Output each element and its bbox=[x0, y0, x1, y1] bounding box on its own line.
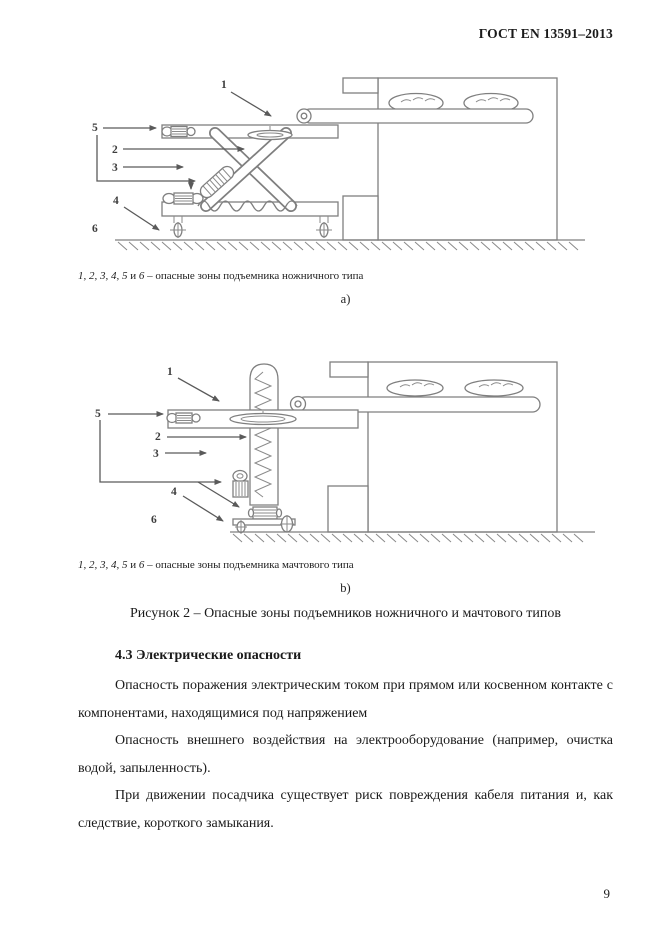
section-heading-4-3: 4.3 Электрические опасности bbox=[115, 648, 302, 663]
zone-label-4: 4 bbox=[113, 195, 119, 207]
figure-b-sub-label: b) bbox=[340, 581, 351, 595]
zone-label-6: 6 bbox=[151, 514, 157, 526]
oven-structure bbox=[327, 361, 558, 533]
zone-label-2: 2 bbox=[112, 144, 118, 156]
page-number: 9 bbox=[603, 886, 611, 901]
zone-labels: 1 2 3 4 5 6 bbox=[92, 79, 227, 235]
bread-loaves bbox=[386, 379, 524, 397]
zone-label-3: 3 bbox=[112, 162, 118, 174]
caption-b-and: и bbox=[127, 559, 139, 571]
platform-motor bbox=[161, 125, 196, 138]
caster-wheels bbox=[170, 216, 332, 238]
paragraph-2: Опасность внешнего воздействия на электр… bbox=[78, 733, 613, 776]
caption-a-and: и bbox=[127, 270, 139, 282]
figure-a-sub-label: а) bbox=[340, 292, 351, 306]
figure-a-caption: 1, 2, 3, 4, 5 и 6 – опасные зоны подъемн… bbox=[78, 270, 613, 282]
platform-motor bbox=[166, 412, 201, 424]
caption-a-text: – опасные зоны подъемника ножничного тип… bbox=[144, 270, 364, 282]
conveyor-belt bbox=[289, 395, 541, 413]
paragraph-1: Опасность поражения электрическим током … bbox=[78, 678, 613, 721]
figure-2-title: Рисунок 2 – Опасные зоны подъемников нож… bbox=[129, 606, 562, 621]
lower-motor bbox=[162, 192, 204, 205]
zone-label-2: 2 bbox=[155, 431, 161, 443]
zone-label-4: 4 bbox=[171, 486, 177, 498]
wave-spring bbox=[197, 200, 298, 212]
ground-hatching bbox=[230, 531, 595, 543]
body-text: Опасность поражения электрическим током … bbox=[78, 672, 613, 837]
mast-side-motor bbox=[232, 469, 249, 498]
conveyor-belt bbox=[296, 108, 534, 124]
actuator-cylinder bbox=[199, 165, 235, 199]
zone-label-5: 5 bbox=[95, 408, 101, 420]
zone-label-1: 1 bbox=[221, 79, 227, 91]
platform-plate bbox=[229, 411, 297, 426]
caption-b-numbers: 1, 2, 3, 4, 5 bbox=[78, 559, 128, 571]
caption-a-numbers: 1, 2, 3, 4, 5 bbox=[78, 270, 128, 282]
caption-b-text: – опасные зоны подъемника мачтового типа bbox=[144, 559, 354, 571]
zone-label-6: 6 bbox=[92, 223, 98, 235]
callout-arrows bbox=[99, 377, 247, 522]
ground-hatching bbox=[115, 239, 585, 251]
zone-label-3: 3 bbox=[153, 448, 159, 460]
base-trolley bbox=[232, 506, 296, 534]
oven-structure bbox=[342, 77, 558, 241]
zone-label-5: 5 bbox=[92, 122, 98, 134]
mast-screw-zigzag bbox=[253, 371, 273, 498]
figure-b-caption: 1, 2, 3, 4, 5 и 6 – опасные зоны подъемн… bbox=[78, 559, 613, 571]
mast-column bbox=[249, 363, 279, 506]
figure-b-mast-lift-diagram: 1 2 3 4 5 6 bbox=[95, 361, 595, 543]
zone-labels: 1 2 3 4 5 6 bbox=[95, 366, 177, 526]
figure-a-scissor-lift-diagram: 1 2 3 4 5 6 bbox=[92, 77, 585, 251]
callout-arrows bbox=[96, 91, 272, 231]
scissor-arms bbox=[200, 127, 297, 212]
platform-plate bbox=[247, 126, 293, 141]
caption-a-number-6: 6 bbox=[138, 270, 145, 282]
paragraph-3: При движении посадчика существует риск п… bbox=[78, 788, 613, 831]
caption-b-number-6: 6 bbox=[138, 559, 145, 571]
zone-label-1: 1 bbox=[167, 366, 173, 378]
document-header: ГОСТ EN 13591–2013 bbox=[478, 26, 613, 41]
